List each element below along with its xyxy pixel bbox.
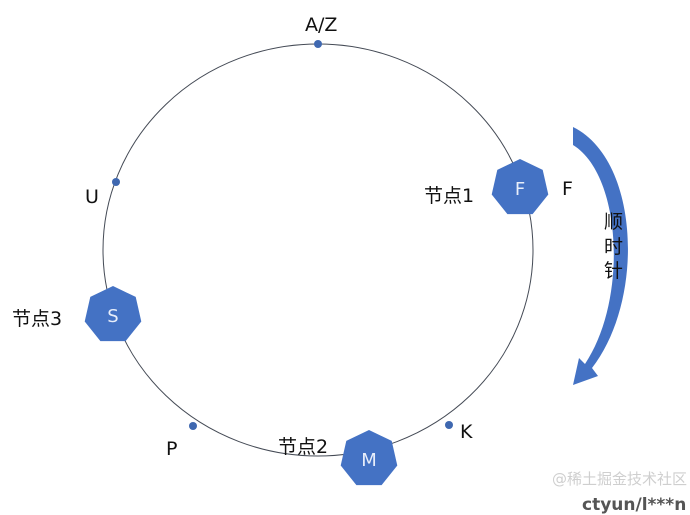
node-3-label: 节点3	[12, 308, 62, 330]
ring-point-k	[445, 421, 453, 429]
ring-label-p: P	[166, 438, 177, 460]
direction-char-1: 顺	[604, 211, 623, 233]
ring-point-az	[314, 40, 322, 48]
direction-char-3: 针	[604, 260, 623, 282]
node-2: M 节点2	[278, 430, 398, 486]
ring-label-u: U	[85, 186, 99, 208]
heptagon-shape	[84, 286, 142, 342]
node-1: F 节点1	[424, 159, 549, 215]
ring-point-u	[112, 178, 120, 186]
node-3: S 节点3	[12, 286, 142, 342]
node-3-letter: S	[107, 306, 118, 327]
hash-ring	[102, 43, 534, 457]
ring-label-k: K	[460, 421, 473, 443]
watermark-site: @稀土掘金技术社区	[552, 470, 687, 488]
direction-char-2: 时	[604, 236, 623, 258]
clockwise-arrow-icon	[573, 127, 628, 385]
ring-label-f: F	[562, 178, 573, 200]
heptagon-shape	[340, 430, 398, 486]
node-2-label: 节点2	[278, 436, 328, 458]
heptagon-shape	[491, 159, 549, 215]
node-1-label: 节点1	[424, 185, 474, 207]
ring-point-p	[189, 422, 197, 430]
node-1-letter: F	[515, 179, 525, 200]
node-2-letter: M	[361, 450, 377, 471]
watermark-author: ctyun/l***n	[582, 495, 686, 515]
ring-label-az: A/Z	[305, 14, 337, 36]
